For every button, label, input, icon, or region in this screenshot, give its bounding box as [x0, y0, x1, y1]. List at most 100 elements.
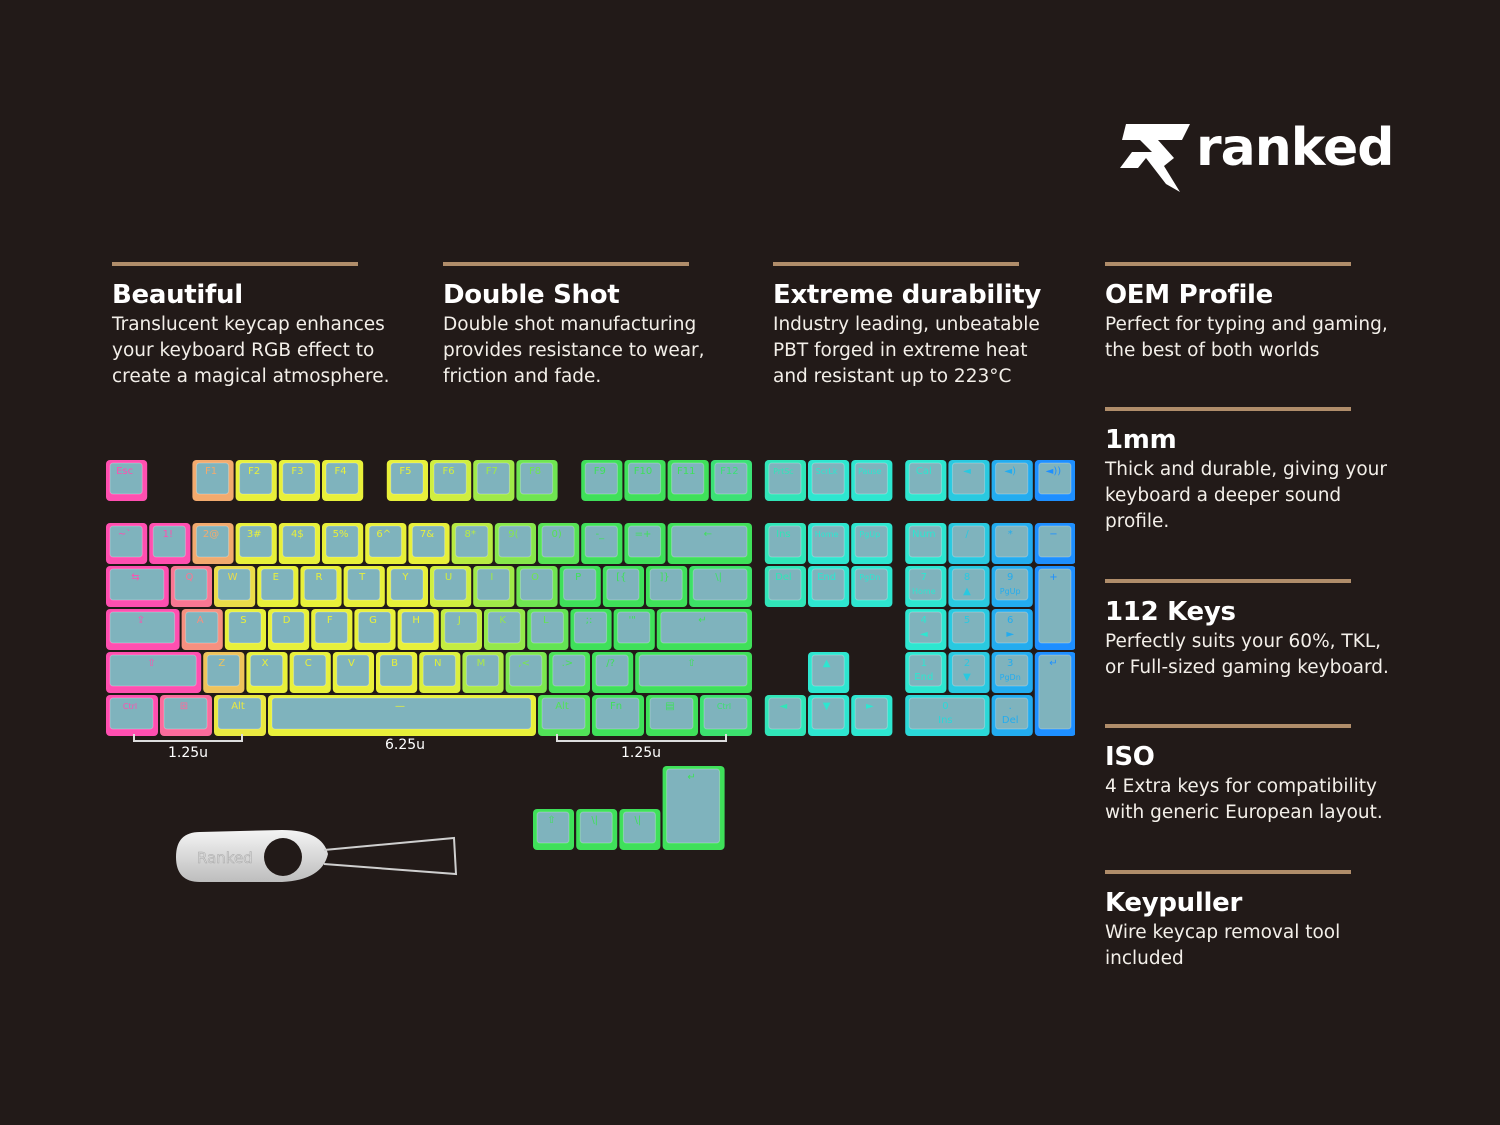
keycap: ,<	[505, 652, 547, 693]
keycap-legend: Pause	[858, 467, 882, 476]
keycap-legend: D	[283, 615, 291, 626]
keycap: D	[268, 609, 310, 650]
keycap-legend: W	[228, 572, 238, 583]
keycap: /	[948, 523, 990, 564]
keycap: E	[257, 566, 299, 607]
keycap-legend: −	[1049, 529, 1057, 540]
keycap-legend: X	[262, 658, 269, 669]
keycap-legend: ↵	[687, 772, 695, 783]
keycap: F3	[278, 460, 320, 501]
keycap-legend: \|	[591, 815, 598, 826]
keycap-legend: S	[240, 615, 246, 626]
keycap: [{	[602, 566, 644, 607]
keycap: *	[991, 523, 1033, 564]
keycap-legend: F3	[291, 466, 303, 477]
keycap-legend: ↵	[1049, 658, 1057, 669]
iso-keycap: \|	[576, 809, 618, 850]
keycap-legend: ⇧	[547, 815, 555, 826]
keycap-legend: F	[327, 615, 333, 626]
keycap-legend: ⊞	[180, 701, 188, 712]
keycap-legend: Cal	[916, 466, 932, 477]
keycap-legend: ◄	[920, 629, 928, 640]
keycap: Q	[170, 566, 212, 607]
keycap-legend: PgUp	[859, 530, 880, 539]
keycap-legend: Ctrl	[717, 702, 731, 711]
keycap-legend: F9	[594, 466, 606, 477]
keycap-legend: Z	[218, 658, 225, 669]
feature-title: Keypuller	[1105, 888, 1242, 918]
keycap-legend: 2@	[203, 529, 219, 540]
keycap-legend: 3	[1007, 658, 1013, 669]
keycap-legend: F12	[720, 466, 738, 477]
keycap-legend: 3#	[247, 529, 262, 540]
iso-keycap: ⇧	[533, 809, 574, 850]
keycap-legend: -_	[595, 529, 605, 540]
keycap-legend: G	[369, 615, 377, 626]
keycap: 6►	[991, 609, 1033, 650]
keycap-legend: M	[477, 658, 486, 669]
keycap: F9	[581, 460, 623, 501]
keycap-legend: Home	[815, 530, 839, 539]
keycap-legend: L	[543, 615, 549, 626]
keycap-legend: 7&	[420, 529, 434, 540]
keycap: 0)	[538, 523, 580, 564]
keycap-legend: U	[445, 572, 452, 583]
keycap: \|	[689, 566, 752, 607]
iso-keycap: ↵	[662, 766, 725, 850]
keycap-legend: 6^	[376, 529, 391, 540]
keycap: '"	[613, 609, 655, 650]
keycap-legend: 1	[921, 658, 927, 669]
size-label-left: 1.25u	[168, 745, 209, 761]
keycap-legend: \|	[635, 815, 642, 826]
keycap: 4$	[278, 523, 320, 564]
keycap: Alt	[214, 695, 266, 736]
feature-rule	[1105, 262, 1351, 266]
keycap-legend: B	[391, 658, 398, 669]
keycap-legend: Y	[401, 572, 409, 583]
size-label-space: 6.25u	[385, 737, 426, 753]
keycap: T	[343, 566, 385, 607]
keycap-legend: ►	[866, 701, 874, 712]
keycap: .Del	[991, 695, 1033, 736]
keycap: F2	[235, 460, 277, 501]
feature-title: OEM Profile	[1105, 280, 1273, 310]
keycap-legend: '"	[629, 615, 636, 626]
keycap-legend: 6	[1007, 615, 1013, 626]
keycap: 9(	[494, 523, 536, 564]
keycap-legend: ▼	[963, 672, 971, 683]
keycap: A	[181, 609, 223, 650]
keycap: End	[808, 566, 850, 607]
keycap-legend: 5%	[333, 529, 349, 540]
keycap-legend: ⇪	[137, 615, 145, 626]
keycap: PgUp	[851, 523, 893, 564]
keycap-legend: I	[490, 572, 493, 583]
keycap-legend: F7	[486, 466, 498, 477]
keycap: 1!	[149, 523, 191, 564]
keycap-legend: F11	[677, 466, 695, 477]
keycap-legend: PgDn	[859, 573, 880, 582]
keycap: F4	[322, 460, 364, 501]
keycap: F	[311, 609, 353, 650]
keycap-legend: F1	[205, 466, 217, 477]
keycap: 6^	[365, 523, 407, 564]
keycap-legend: F4	[335, 466, 347, 477]
keycap-legend: /	[965, 529, 969, 540]
feature-title: Double Shot	[443, 280, 620, 310]
keycap-legend: 9	[1007, 572, 1013, 583]
keycap-legend: ←	[704, 529, 712, 540]
keycap: ⇧	[106, 652, 202, 693]
keycap-legend: F10	[634, 466, 652, 477]
keycap: S	[224, 609, 266, 650]
keycap: ←	[667, 523, 752, 564]
keycap-legend: 0	[942, 701, 948, 712]
keycap-legend: Ctrl	[123, 702, 137, 711]
keycap: Ctrl	[106, 695, 158, 736]
keycap-legend: ▲	[823, 658, 831, 669]
